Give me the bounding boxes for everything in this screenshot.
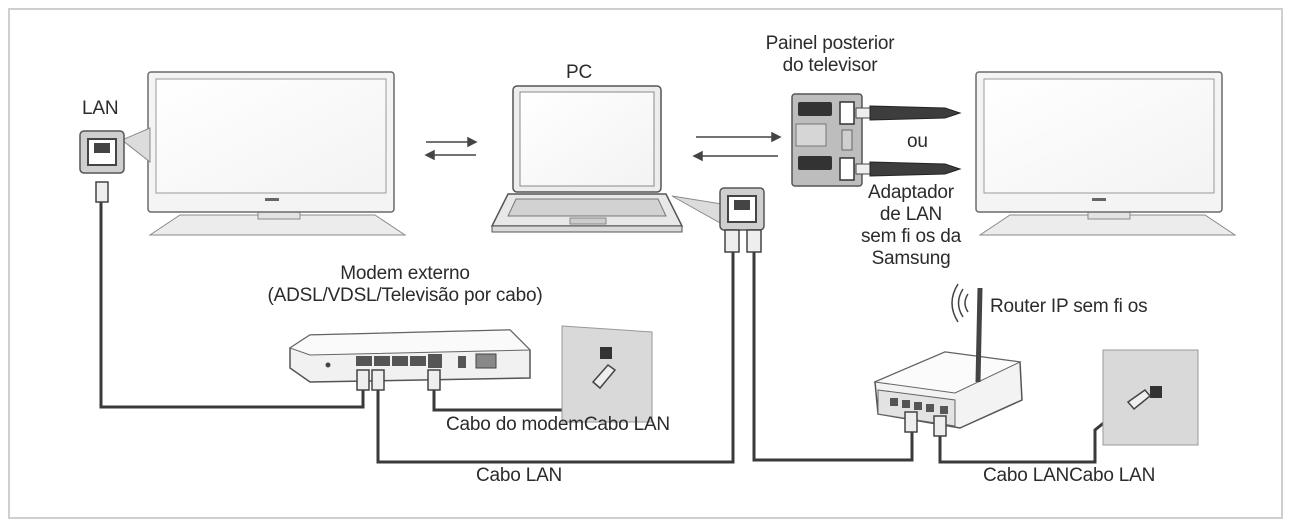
bidirectional-arrow-icon: [424, 136, 478, 161]
wireless-signal-icon: [951, 283, 969, 323]
adapter-label-line3: sem fi os da: [860, 226, 962, 247]
tv-rear-panel-label: Painel posterior do televisor: [750, 33, 910, 77]
modem-cable-text: Cabo do modem: [446, 414, 584, 435]
or-label: ou: [907, 131, 928, 152]
television-icon: [975, 71, 1237, 236]
laptop-icon: [490, 85, 723, 233]
diagram-frame: LAN PC Painel posterior do televisor ou …: [8, 8, 1283, 519]
lan-cable-label: Cabo LAN: [476, 465, 563, 486]
pc-label: PC: [566, 62, 592, 83]
tv-rear-panel-label-line2: do televisor: [782, 55, 878, 76]
router-label: Router IP sem fi os: [990, 296, 1148, 317]
router-icon: [873, 287, 1023, 437]
cable-modem-to-pc: [376, 250, 735, 464]
usb-adapter-icon: [855, 105, 962, 177]
lan-port-icon: [79, 130, 125, 203]
bidirectional-arrow-icon: [692, 131, 782, 162]
adapter-label-line4: Samsung: [871, 248, 951, 269]
cable-tv-to-modem: [99, 200, 365, 409]
lan-port-icon: [719, 187, 765, 253]
adapter-label: Adaptador de LAN sem fi os da Samsung: [856, 182, 966, 270]
cables: [99, 200, 1128, 464]
television-icon: [121, 71, 407, 236]
tv-rear-panel-label-line1: Painel posterior: [765, 33, 895, 54]
adapter-label-line1: Adaptador: [868, 182, 954, 203]
modem-label-line2: (ADSL/VDSL/Televisão por cabo): [267, 285, 543, 306]
tv-rear-panel: [791, 93, 863, 187]
wall-outlet-icon: [1102, 349, 1199, 446]
router-cables-label: Cabo LANCabo LAN: [983, 465, 1155, 487]
lan-port-label: LAN: [82, 98, 119, 119]
wall-outlet-icon: [561, 325, 653, 423]
modem-label-line1: Modem externo: [340, 263, 470, 284]
modem-label: Modem externo (ADSL/VDSL/Televisão por c…: [250, 263, 560, 307]
lan-cable-text: Cabo LAN: [983, 465, 1070, 486]
modem-icon: [288, 329, 532, 391]
modem-cable-label: Cabo do modemCabo LAN: [446, 414, 670, 436]
network-diagram: [79, 71, 1237, 464]
cable-pc-to-router: [752, 250, 914, 462]
adapter-label-line2: de LAN: [879, 204, 943, 225]
lan-cable-text: Cabo LAN: [1069, 465, 1156, 486]
lan-cable-text: Cabo LAN: [583, 414, 670, 435]
